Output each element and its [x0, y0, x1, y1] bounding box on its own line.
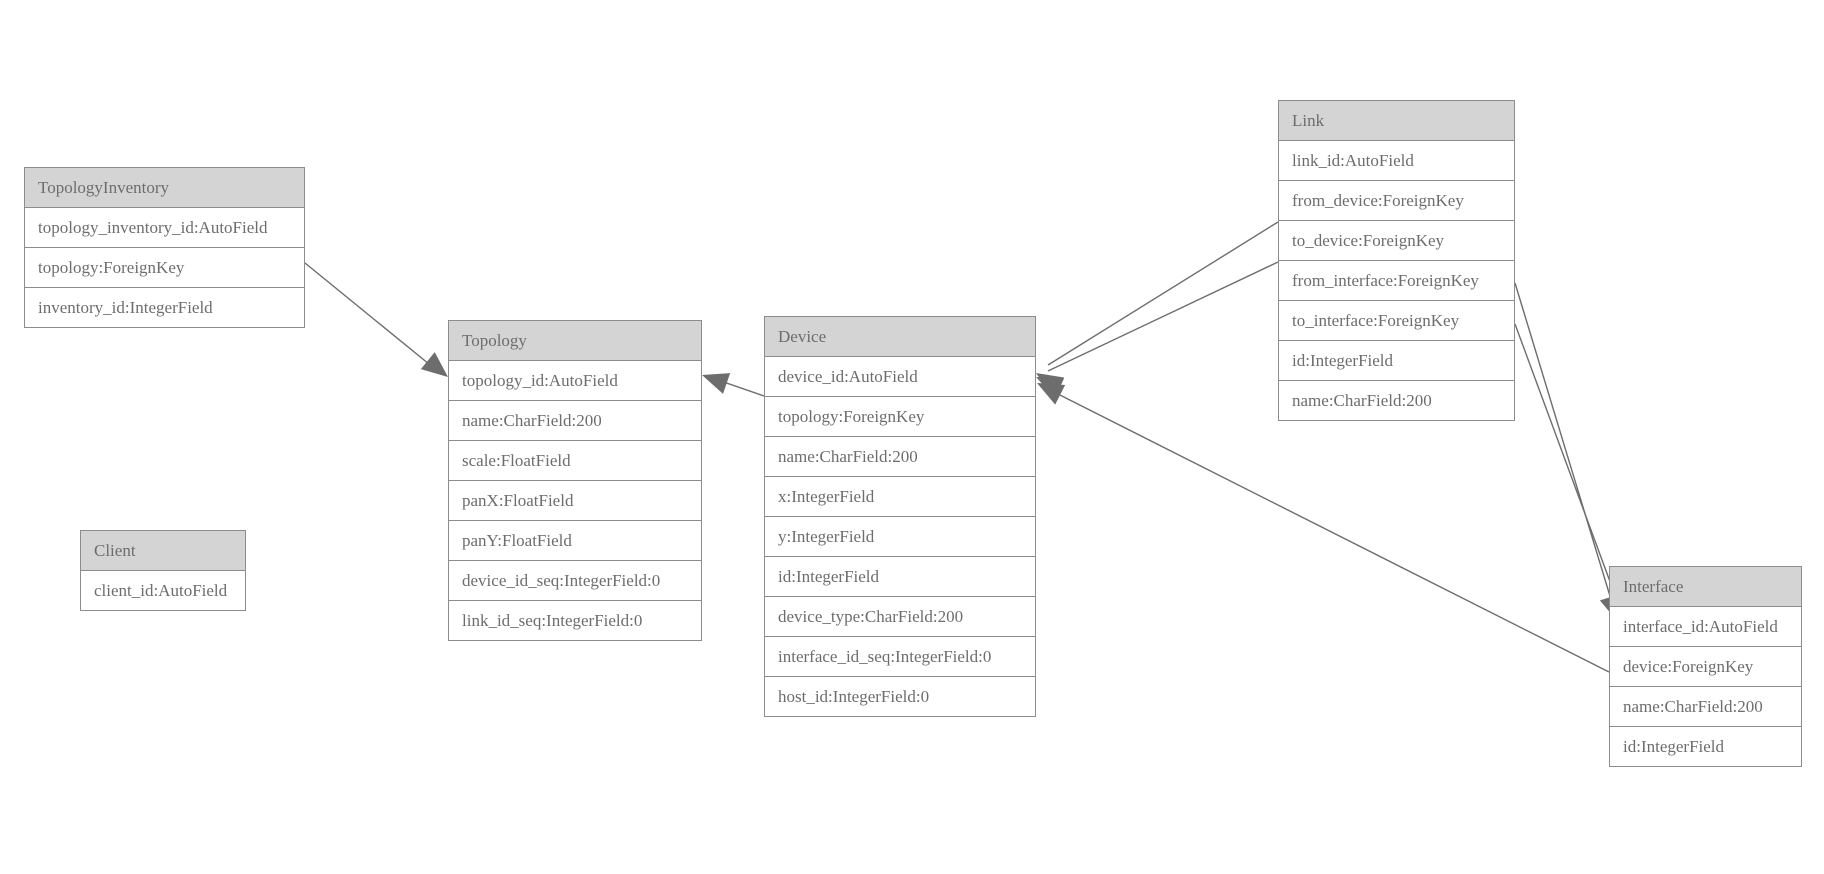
entity-field: topology:ForeignKey: [25, 248, 304, 288]
entity-field: to_device:ForeignKey: [1279, 221, 1514, 261]
entity-field: inventory_id:IntegerField: [25, 288, 304, 328]
relationship-line: [1047, 221, 1279, 366]
rel-device-topology: [702, 373, 765, 397]
entity-title-device: Device: [765, 317, 1035, 357]
entity-title-link: Link: [1279, 101, 1514, 141]
rel-link-from-device: [1036, 221, 1279, 397]
entity-field: device:ForeignKey: [1610, 647, 1801, 687]
entity-field: scale:FloatField: [449, 441, 701, 481]
entity-field: topology_inventory_id:AutoField: [25, 208, 304, 248]
entity-field: topology:ForeignKey: [765, 397, 1035, 437]
entity-field: id:IntegerField: [1610, 727, 1801, 767]
entity-field: name:CharField:200: [765, 437, 1035, 477]
relationship-arrowhead: [1036, 377, 1065, 398]
relationship-line: [1049, 389, 1610, 673]
entity-field: id:IntegerField: [765, 557, 1035, 597]
entity-field: from_interface:ForeignKey: [1279, 261, 1514, 301]
entity-field: device_id:AutoField: [765, 357, 1035, 397]
relationship-line: [304, 262, 441, 374]
entity-field: panY:FloatField: [449, 521, 701, 561]
relationship-line: [1514, 323, 1620, 607]
entity-field: host_id:IntegerField:0: [765, 677, 1035, 717]
entity-field: interface_id_seq:IntegerField:0: [765, 637, 1035, 677]
entity-field: panX:FloatField: [449, 481, 701, 521]
entity-field: y:IntegerField: [765, 517, 1035, 557]
entity-field: link_id_seq:IntegerField:0: [449, 601, 701, 641]
entity-title-topology: Topology: [449, 321, 701, 361]
entity-field: name:CharField:200: [1610, 687, 1801, 727]
rel-topologyinventory-topology: [304, 262, 448, 377]
entity-field: name:CharField:200: [1279, 381, 1514, 421]
rel-link-to-device: [1036, 261, 1279, 398]
entity-field: id:IntegerField: [1279, 341, 1514, 381]
entity-field: topology_id:AutoField: [449, 361, 701, 401]
entity-field: x:IntegerField: [765, 477, 1035, 517]
entity-field: interface_id:AutoField: [1610, 607, 1801, 647]
entity-field: to_interface:ForeignKey: [1279, 301, 1514, 341]
entity-field: from_device:ForeignKey: [1279, 181, 1514, 221]
entity-field: device_type:CharField:200: [765, 597, 1035, 637]
entity-field: link_id:AutoField: [1279, 141, 1514, 181]
relationship-line: [1047, 261, 1279, 372]
entity-field: client_id:AutoField: [81, 571, 245, 611]
relationship-arrowhead: [702, 373, 731, 394]
relationship-line: [711, 377, 765, 397]
relationship-arrowhead: [1037, 383, 1066, 405]
entity-title-client: Client: [81, 531, 245, 571]
entity-field: name:CharField:200: [449, 401, 701, 441]
relationship-line: [1514, 282, 1614, 607]
entity-title-topologyinventory: TopologyInventory: [25, 168, 304, 208]
entity-title-interface: Interface: [1610, 567, 1801, 607]
entity-field: device_id_seq:IntegerField:0: [449, 561, 701, 601]
